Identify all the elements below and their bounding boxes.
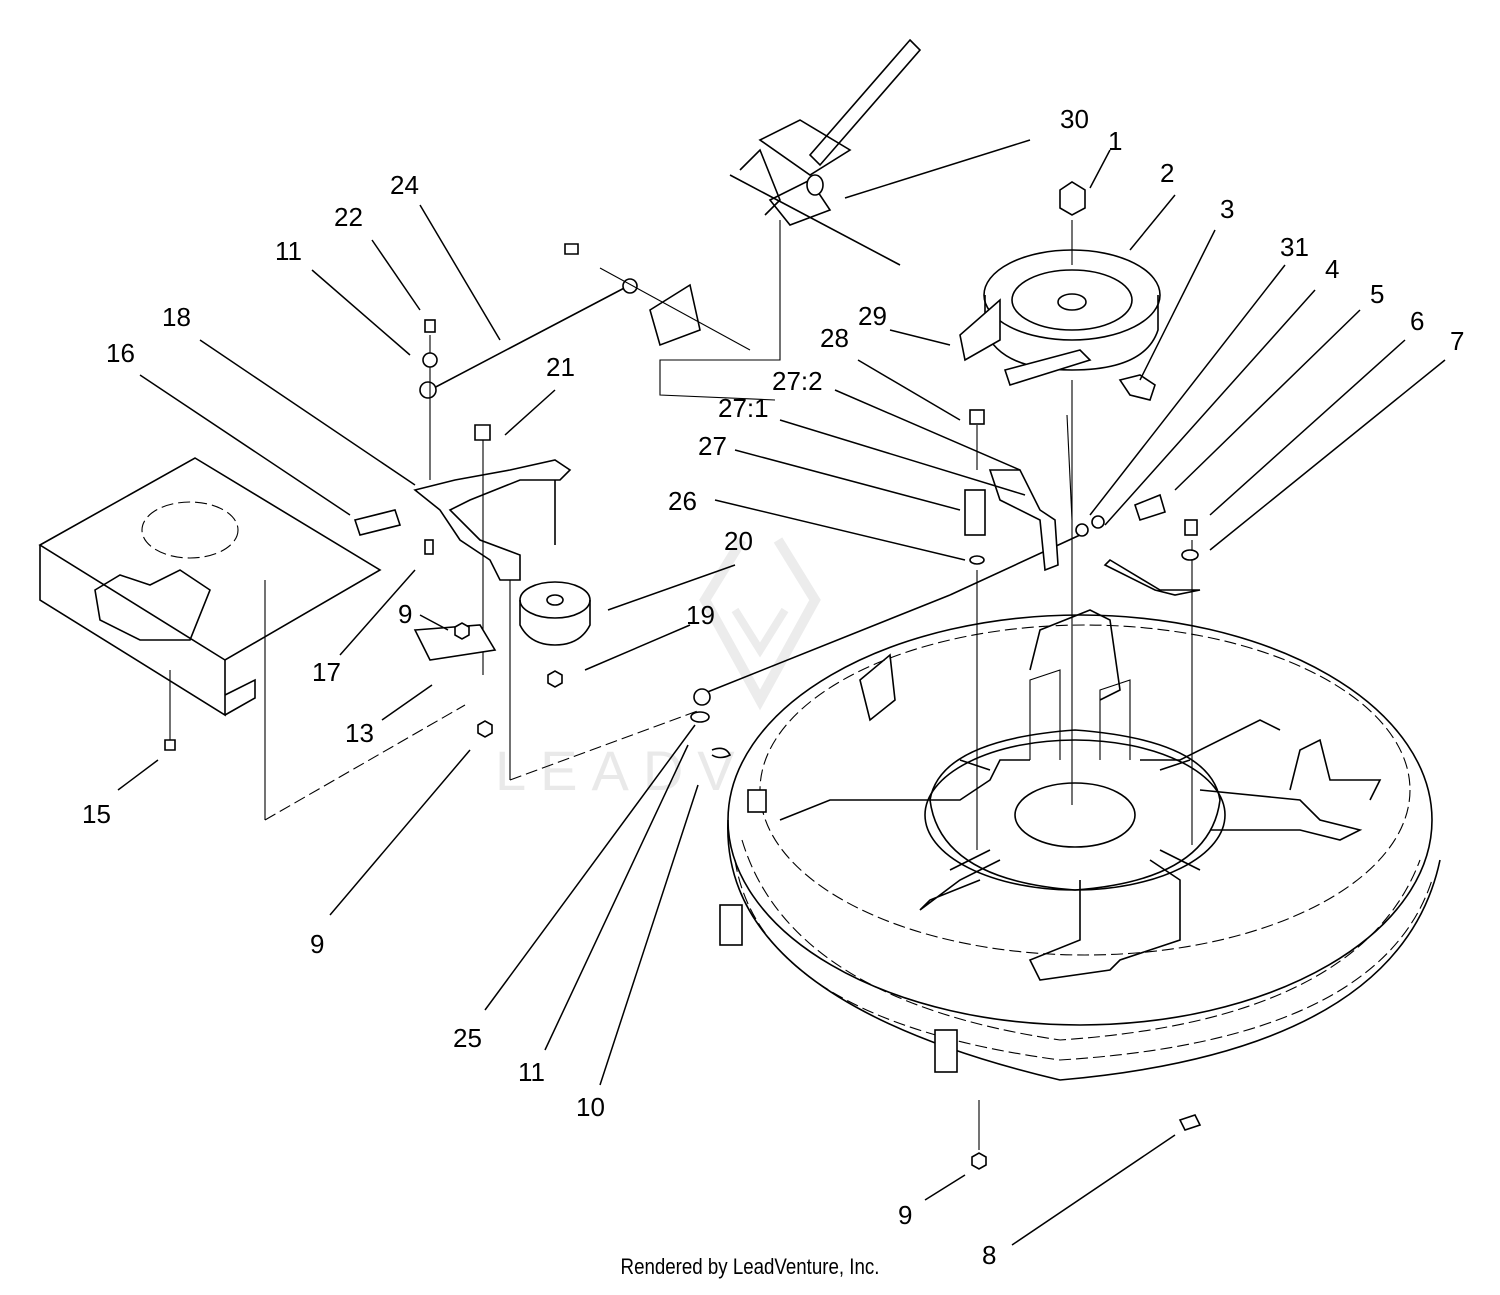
callout-3: 3 [1220, 194, 1234, 224]
callout-leader-lines [117, 139, 1446, 1246]
callout-1: 1 [1108, 126, 1122, 156]
callout-28: 28 [820, 323, 849, 353]
callout-29: 29 [858, 301, 887, 331]
callout-27-2: 27:2 [772, 366, 823, 396]
callout-31: 31 [1280, 232, 1309, 262]
callout-27: 27 [698, 431, 727, 461]
callout-9-left: 9 [310, 929, 324, 959]
callout-5: 5 [1370, 279, 1384, 309]
main-pulley [959, 181, 1161, 805]
callout-7: 7 [1450, 326, 1464, 356]
callout-16: 16 [106, 338, 135, 368]
callout-2: 2 [1160, 158, 1174, 188]
control-lever [659, 38, 922, 401]
footer-credit: Rendered by LeadVenture, Inc. [620, 1254, 880, 1279]
callout-26: 26 [668, 486, 697, 516]
callout-30: 30 [1060, 104, 1089, 134]
callout-17: 17 [312, 657, 341, 687]
callout-25: 25 [453, 1023, 482, 1053]
hardware-fasteners [164, 352, 1202, 1170]
callout-24: 24 [390, 170, 419, 200]
callout-20: 20 [724, 526, 753, 556]
callout-27-1: 27:1 [718, 393, 769, 423]
callout-10: 10 [576, 1092, 605, 1122]
callout-19: 19 [686, 600, 715, 630]
callout-11-lower: 11 [518, 1057, 545, 1087]
callout-4: 4 [1325, 254, 1339, 284]
callout-13: 13 [345, 718, 374, 748]
callout-6: 6 [1410, 306, 1424, 336]
mower-deck [719, 609, 1441, 1081]
callout-11-upper: 11 [275, 236, 302, 266]
callout-8: 8 [982, 1240, 996, 1270]
callout-9-upper: 9 [398, 599, 412, 629]
callout-labels: 30 1 2 3 31 4 5 6 7 24 22 11 18 16 21 29… [82, 104, 1464, 1270]
callout-9-bottom: 9 [898, 1200, 912, 1230]
tension-rod-assembly [693, 409, 1201, 850]
callout-18: 18 [162, 302, 191, 332]
callout-21: 21 [546, 352, 575, 382]
deck-mount-bracket [38, 457, 382, 717]
callout-22: 22 [334, 202, 363, 232]
idler-arm-assembly [264, 243, 751, 821]
callout-15: 15 [82, 799, 111, 829]
